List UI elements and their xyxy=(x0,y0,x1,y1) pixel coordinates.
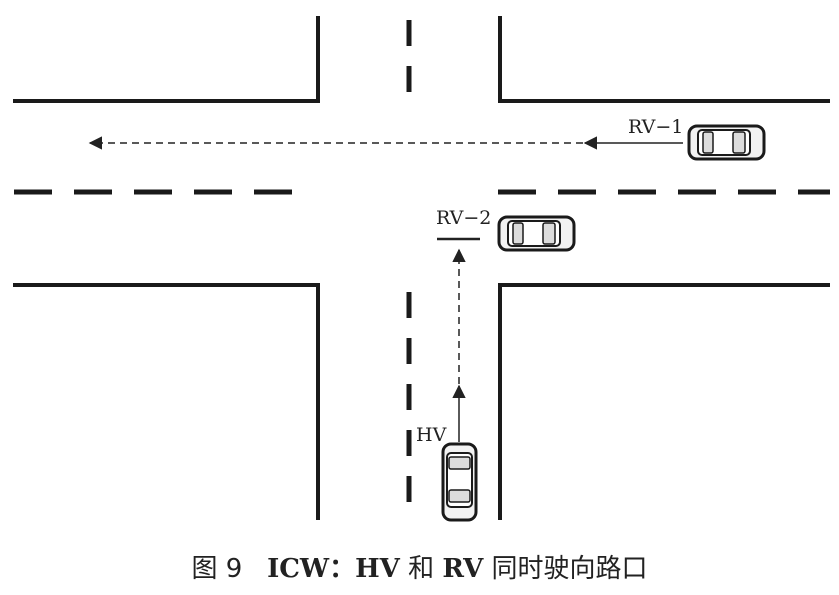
curb-bottom-right xyxy=(498,283,830,520)
intersection-diagram: RV−1 RV−2 HV xyxy=(13,16,830,522)
curb-bottom-left xyxy=(13,283,320,520)
car-rv2-icon xyxy=(497,215,576,252)
curb-top-left xyxy=(13,16,320,103)
lane-markings xyxy=(14,20,830,520)
label-hv: HV xyxy=(416,424,447,446)
figure-caption: 图 9 ICW：HV 和 RV 同时驶向路口 xyxy=(0,548,839,585)
caption-icw-hv: ICW：HV xyxy=(267,554,400,584)
label-rv1: RV−1 xyxy=(628,116,683,138)
curb-top-right xyxy=(498,16,830,103)
caption-tail: 同时驶向路口 xyxy=(491,554,648,584)
caption-figure-number: 图 9 xyxy=(191,554,243,584)
road-edges xyxy=(13,16,830,520)
car-rv1-icon xyxy=(687,124,766,161)
caption-rv: RV xyxy=(442,554,484,584)
label-rv2: RV−2 xyxy=(436,207,491,229)
caption-connector: 和 xyxy=(408,554,435,584)
car-hv-icon xyxy=(441,442,478,522)
